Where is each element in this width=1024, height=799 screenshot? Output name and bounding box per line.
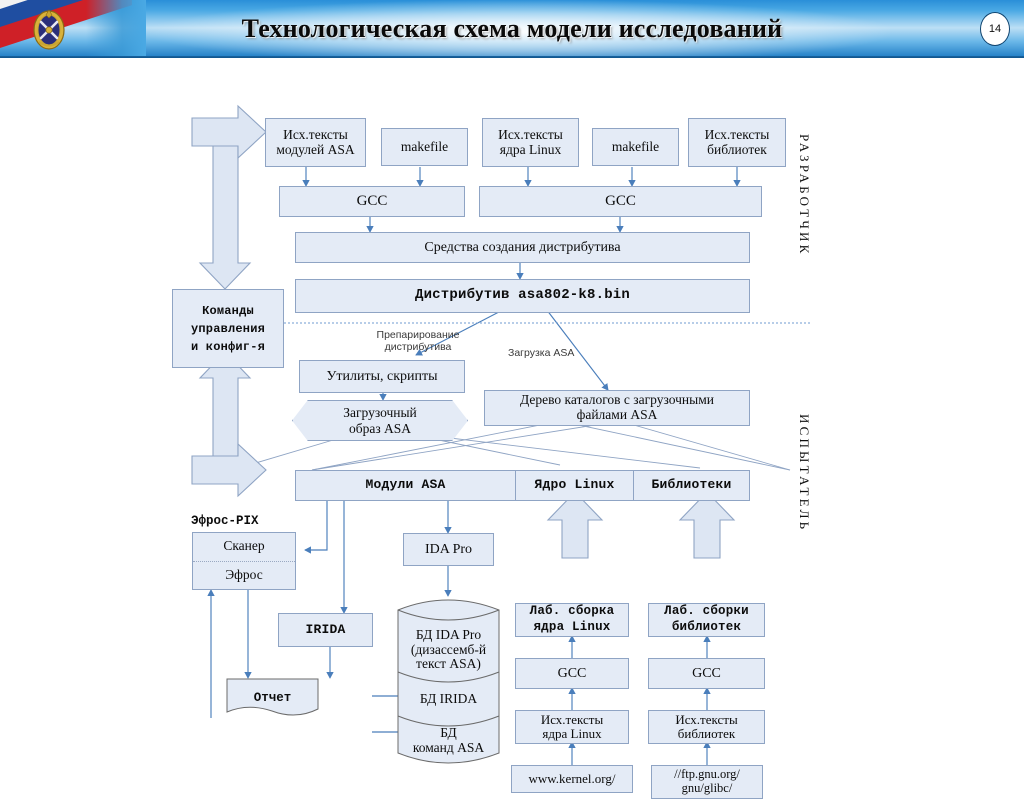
node-label: GCC xyxy=(605,193,636,210)
node-label: Модули ASA xyxy=(365,477,446,493)
node-kernel-linux: Ядро Linux xyxy=(515,470,634,501)
node-control-commands: Команды управления и конфиг-я xyxy=(172,289,284,368)
node-label: IRIDA xyxy=(305,621,346,637)
node-url-glibc: //ftp.gnu.org/ gnu/glibc/ xyxy=(651,765,763,799)
swimlane-label-developer: РАЗРАБОТЧИК xyxy=(797,134,812,257)
node-label: Дистрибутив asa802-k8.bin xyxy=(414,287,631,304)
node-label: //ftp.gnu.org/ gnu/glibc/ xyxy=(674,767,740,795)
node-db-ida-pro: БД IDA Pro (дизассемб-й текст ASA) xyxy=(410,627,487,672)
db-cylinder-stack: БД IDA Pro (дизассемб-й текст ASA) БД IR… xyxy=(396,596,501,767)
node-label: makefile xyxy=(400,138,449,154)
node-utilities-scripts: Утилиты, скрипты xyxy=(299,360,465,393)
node-src-modules-asa: Исх.тексты модулей ASA xyxy=(265,118,366,167)
node-makefile-2: makefile xyxy=(592,128,679,166)
node-label: Исх.тексты модулей ASA xyxy=(276,126,355,157)
node-label: Исх.тексты библиотек xyxy=(704,126,770,157)
edge-label-load-asa: Загрузка ASA xyxy=(508,347,575,359)
group-label-efros-pix: Эфрос-PIX xyxy=(191,514,259,528)
military-academy-emblem-icon xyxy=(33,9,65,50)
node-label: Лаб. сборки библиотек xyxy=(664,604,749,634)
node-src-kernel-linux-2: Исх.тексты ядра Linux xyxy=(515,710,629,744)
node-label: GCC xyxy=(557,665,587,681)
node-gcc-lab-kernel: GCC xyxy=(515,658,629,689)
node-label: GCC xyxy=(692,665,721,681)
node-label: GCC xyxy=(356,193,388,210)
node-gcc-left: GCC xyxy=(279,186,465,217)
node-src-kernel-linux: Исх.тексты ядра Linux xyxy=(482,118,579,167)
node-src-libraries: Исх.тексты библиотек xyxy=(688,118,786,167)
page-title: Технологическая схема модели исследовани… xyxy=(241,14,783,43)
node-db-irida: БД IRIDA xyxy=(419,690,478,706)
node-src-libraries-2: Исх.тексты библиотек xyxy=(648,710,765,744)
node-efros: Эфрос xyxy=(225,566,263,582)
node-boot-image-asa: Загрузочный образ ASA xyxy=(292,400,468,441)
node-label: Лаб. сборка ядра Linux xyxy=(529,604,615,634)
node-gcc-right: GCC xyxy=(479,186,762,217)
node-ida-pro: IDA Pro xyxy=(403,533,494,566)
node-efros-pix-scanner: Сканер Эфрос xyxy=(192,532,296,590)
node-gcc-lab-libs: GCC xyxy=(648,658,765,689)
node-label: Отчет xyxy=(253,691,292,705)
edge-label-prep-distributive: Препарирование дистрибутива xyxy=(376,329,460,354)
node-label: IDA Pro xyxy=(424,541,473,557)
node-label: Дерево каталогов с загрузочными файлами … xyxy=(520,392,714,422)
node-label: Средства создания дистрибутива xyxy=(424,239,621,255)
node-makefile-1: makefile xyxy=(381,128,468,166)
diagram-canvas: Исх.тексты модулей ASA makefile Исх.текс… xyxy=(0,58,1024,799)
node-report: Отчет xyxy=(226,678,319,718)
node-irida: IRIDA xyxy=(278,613,373,647)
swimlane-label-tester: ИСПЫТАТЕЛЬ xyxy=(797,414,812,533)
node-distribution-tools: Средства создания дистрибутива xyxy=(295,232,750,263)
node-lab-build-libs: Лаб. сборки библиотек xyxy=(648,603,765,637)
node-scanner: Сканер xyxy=(193,533,295,562)
node-lab-build-kernel: Лаб. сборка ядра Linux xyxy=(515,603,629,637)
node-label: Команды управления и конфиг-я xyxy=(190,303,265,354)
node-label: Исх.тексты ядра Linux xyxy=(540,711,604,741)
node-db-commands-asa: БД команд ASA xyxy=(412,725,485,755)
header-divider xyxy=(0,56,1024,58)
page-number-badge: 14 xyxy=(980,12,1010,46)
node-libraries: Библиотеки xyxy=(633,470,750,501)
node-label: Загрузочный образ ASA xyxy=(343,404,417,436)
ribbon-fade xyxy=(86,0,146,58)
node-label: Ядро Linux xyxy=(534,477,615,493)
node-label: Исх.тексты ядра Linux xyxy=(498,126,563,157)
node-modules-asa: Модули ASA xyxy=(295,470,516,501)
node-url-kernel: www.kernel.org/ xyxy=(511,765,633,793)
slide-header: Технологическая схема модели исследовани… xyxy=(0,0,1024,58)
node-distributive: Дистрибутив asa802-k8.bin xyxy=(295,279,750,313)
node-label: makefile xyxy=(611,138,660,154)
node-label: Утилиты, скрипты xyxy=(326,368,438,384)
node-label: www.kernel.org/ xyxy=(528,770,616,786)
node-label: Исх.тексты библиотек xyxy=(675,711,738,741)
node-catalog-tree-asa: Дерево каталогов с загрузочными файлами … xyxy=(484,390,750,426)
node-label: Библиотеки xyxy=(651,477,732,493)
